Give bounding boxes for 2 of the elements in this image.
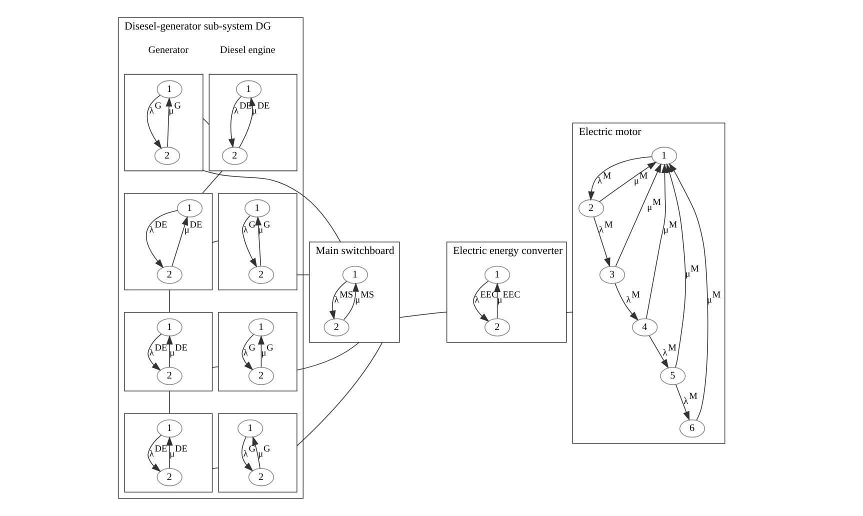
label: Generator — [148, 44, 189, 56]
label: Diesel engine — [220, 44, 276, 56]
